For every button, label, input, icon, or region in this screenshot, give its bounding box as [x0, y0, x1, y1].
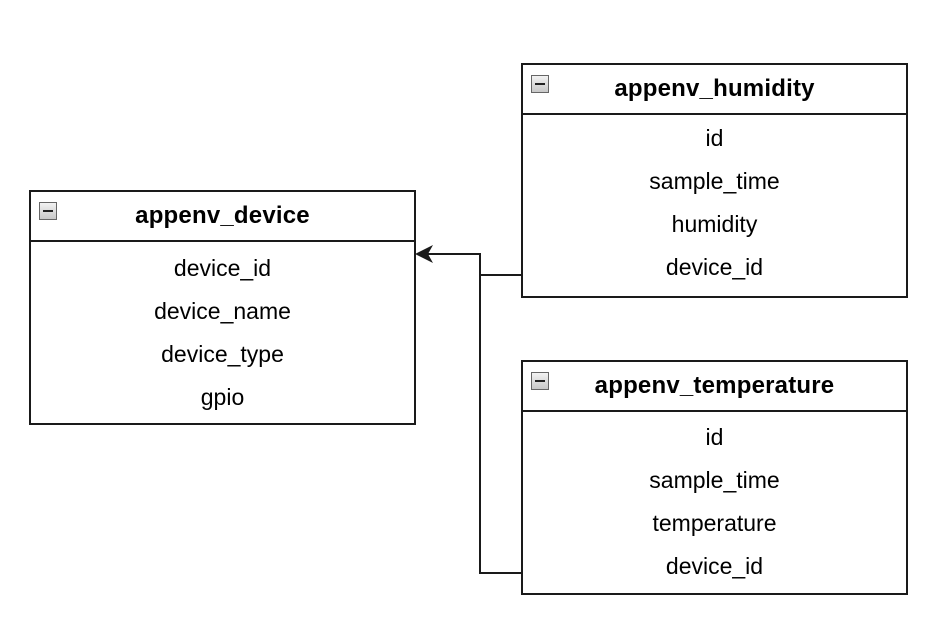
temperature-device-connector [479, 254, 522, 574]
field-sample-time[interactable]: sample_time [649, 168, 780, 194]
field-device-name[interactable]: device_name [154, 298, 291, 324]
field-id[interactable]: id [705, 424, 724, 450]
field-device-id[interactable]: device_id [665, 553, 764, 579]
collapse-icon[interactable] [531, 372, 549, 390]
field-id[interactable]: id [705, 125, 724, 151]
table-appenv-device[interactable]: appenv_device device_id device_name devi… [29, 190, 416, 425]
table-title: appenv_humidity [614, 75, 815, 102]
field-list: id sample_time humidity device_id [523, 115, 906, 289]
field-sample-time[interactable]: sample_time [649, 467, 780, 493]
table-appenv-temperature[interactable]: appenv_temperature id sample_time temper… [521, 360, 908, 595]
table-header: appenv_temperature [523, 362, 906, 412]
field-humidity[interactable]: humidity [671, 211, 758, 237]
field-device-id[interactable]: device_id [665, 254, 764, 280]
table-title: appenv_temperature [594, 372, 835, 399]
field-temperature[interactable]: temperature [652, 510, 777, 536]
table-appenv-humidity[interactable]: appenv_humidity id sample_time humidity … [521, 63, 908, 298]
collapse-icon[interactable] [531, 75, 549, 93]
field-list: device_id device_name device_type gpio [31, 242, 414, 419]
field-list: id sample_time temperature device_id [523, 412, 906, 588]
table-header: appenv_humidity [523, 65, 906, 115]
collapse-icon[interactable] [39, 202, 57, 220]
table-title: appenv_device [135, 202, 310, 229]
table-header: appenv_device [31, 192, 414, 242]
field-device-id[interactable]: device_id [173, 255, 272, 281]
field-device-type[interactable]: device_type [161, 341, 284, 367]
humidity-device-connector [428, 253, 522, 276]
field-gpio[interactable]: gpio [200, 384, 245, 410]
arrowhead-icon [415, 245, 433, 263]
